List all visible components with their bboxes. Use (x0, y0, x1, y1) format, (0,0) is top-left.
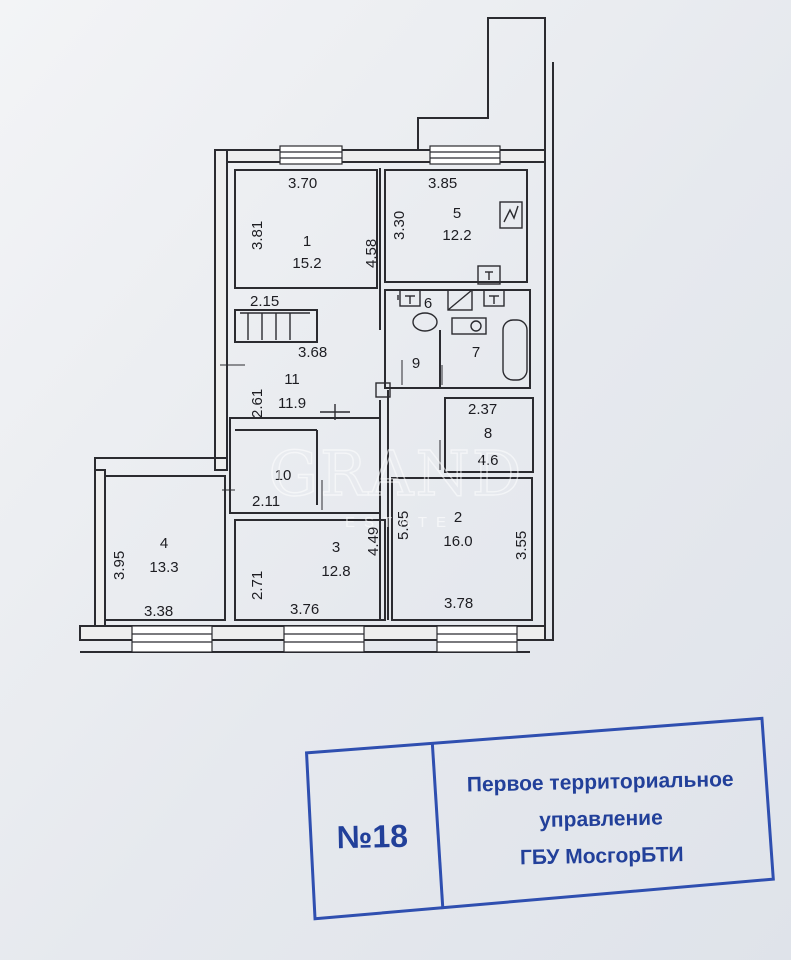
toilet-icon (412, 312, 438, 332)
room-number: 5 (453, 205, 461, 222)
room-number: 6 (424, 295, 432, 312)
room-number: 10 (275, 467, 292, 484)
dim-label: 3.68 (298, 344, 327, 361)
dim-label: 3.85 (428, 175, 457, 192)
stove-icon (499, 201, 523, 229)
dim-label: 3.55 (513, 531, 530, 560)
dim-label: 2.61 (249, 389, 266, 418)
room-area: 13.3 (149, 559, 178, 576)
dim-label: 2.37 (468, 401, 497, 418)
dim-label: 3.78 (444, 595, 473, 612)
room-number: 11 (284, 371, 300, 388)
dim-label: 3.76 (290, 601, 319, 618)
fixtures (240, 201, 530, 420)
stamp-number: №18 (336, 818, 408, 855)
room-number: 3 (332, 539, 340, 556)
dim-label: 3.30 (391, 211, 408, 240)
stamp-border (304, 716, 775, 921)
bathtub-icon (502, 319, 528, 381)
doors (220, 360, 443, 510)
dim-label: 2.11 (252, 493, 280, 510)
room-area: 4.6 (478, 452, 499, 469)
counter-icon (477, 265, 501, 285)
room-number: 1 (303, 233, 311, 250)
room-number: 2 (454, 509, 462, 526)
room-area: 12.2 (442, 227, 471, 244)
stamp-line-3: ГБУ МосгорБТИ (520, 843, 684, 869)
dim-label: 4.58 (363, 239, 380, 268)
dim-label: 3.70 (288, 175, 317, 192)
room-area: 15.2 (292, 255, 321, 272)
inner-walls (104, 168, 534, 621)
dimension-labels: 3.70 3.85 3.81 4.58 3.30 2.15 3.68 2.61 … (111, 175, 530, 620)
dim-label: 5.65 (395, 511, 412, 540)
dim-label: 3.81 (249, 221, 266, 250)
sink-icon (451, 317, 487, 335)
stamp-divider (430, 744, 445, 910)
riser-icon (375, 382, 391, 398)
stamp-line-1: Первое территориальное (467, 768, 734, 797)
room-area: 12.8 (321, 563, 350, 580)
watermark: GRAND ESTATE (268, 436, 524, 531)
room-number: 9 (412, 355, 420, 372)
windows (131, 145, 518, 653)
room-number: 4 (160, 535, 168, 552)
room-number: 8 (484, 425, 492, 442)
watermark-subtitle: ESTATE (345, 514, 455, 531)
stamp-line-2: управление (539, 806, 663, 832)
room-area: 16.0 (443, 533, 472, 550)
room-area: 11.9 (278, 395, 306, 412)
watermark-logo: GRAND (269, 437, 524, 510)
room-labels: 1 15.2 2 16.0 3 12.8 4 13.3 5 12.2 6 7 8… (149, 205, 498, 580)
dim-label: 2.71 (249, 571, 266, 600)
dim-label: 3.95 (111, 551, 128, 580)
dim-label: 2.15 (250, 293, 279, 310)
dim-label: 3.38 (144, 603, 173, 620)
room-number: 7 (472, 344, 480, 361)
dim-label: 4.49 (365, 527, 382, 556)
vent-shaft-icon (447, 289, 473, 311)
bti-stamp: №18 Первое территориальное управление ГБ… (304, 716, 775, 921)
